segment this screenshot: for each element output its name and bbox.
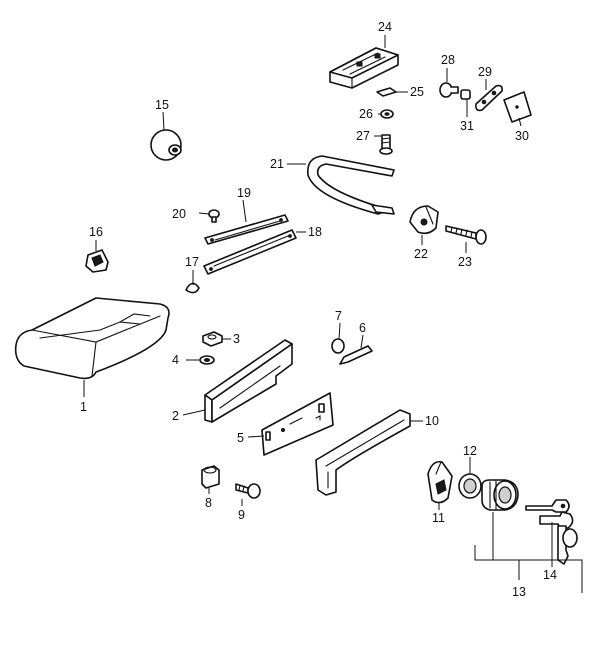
part-3-nut xyxy=(202,331,223,347)
callout-labels: 24 25 26 27 28 29 30 31 15 21 19 20 18 1… xyxy=(80,20,557,599)
callout-5: 5 xyxy=(237,431,244,445)
callout-2: 2 xyxy=(172,409,179,423)
part-16-clip xyxy=(85,249,109,273)
callout-6: 6 xyxy=(359,321,366,335)
callout-16: 16 xyxy=(89,225,103,239)
callout-19: 19 xyxy=(237,186,251,200)
callout-8: 8 xyxy=(205,496,212,510)
part-2-bracket xyxy=(204,339,293,423)
part-15-ball-knob xyxy=(150,129,182,161)
callout-7: 7 xyxy=(335,309,342,323)
callout-31: 31 xyxy=(460,119,474,133)
callout-1: 1 xyxy=(80,400,87,414)
part-30-pad xyxy=(503,91,532,123)
part-6-pin xyxy=(339,345,373,365)
part-22-catch xyxy=(409,205,439,235)
part-8-sleeve xyxy=(201,465,220,489)
callout-24: 24 xyxy=(378,20,392,34)
part-12-bezel xyxy=(458,473,482,499)
callout-23: 23 xyxy=(458,255,472,269)
callout-27: 27 xyxy=(356,129,370,143)
part-17-bumper xyxy=(185,282,200,294)
callout-9: 9 xyxy=(238,508,245,522)
part-31-spacer xyxy=(460,89,471,100)
part-9-bolt xyxy=(235,483,261,499)
part-27-screw xyxy=(379,134,393,155)
callout-3: 3 xyxy=(233,332,240,346)
part-26-washer xyxy=(380,109,394,119)
part-7-disc xyxy=(331,338,345,354)
part-24-hinge-block xyxy=(329,47,399,89)
callout-13: 13 xyxy=(512,585,526,599)
callout-20: 20 xyxy=(172,207,186,221)
part-4-washer xyxy=(199,355,215,365)
callout-4: 4 xyxy=(172,353,179,367)
callout-22: 22 xyxy=(414,247,428,261)
part-lock-cylinder xyxy=(481,479,519,511)
callout-18: 18 xyxy=(308,225,322,239)
callout-15: 15 xyxy=(155,98,169,112)
part-28-rivet xyxy=(439,82,459,98)
part-1-cushion xyxy=(14,297,170,380)
callout-25: 25 xyxy=(410,85,424,99)
part-5-plate xyxy=(261,392,334,456)
part-21-strap xyxy=(306,155,395,215)
callout-28: 28 xyxy=(441,53,455,67)
callout-14: 14 xyxy=(543,568,557,582)
part-14-keys xyxy=(525,499,578,565)
part-20-pin xyxy=(208,209,220,223)
part-11-latch xyxy=(427,460,453,504)
callout-29: 29 xyxy=(478,65,492,79)
callout-17: 17 xyxy=(185,255,199,269)
callout-12: 12 xyxy=(463,444,477,458)
callout-10: 10 xyxy=(425,414,439,428)
callout-26: 26 xyxy=(359,107,373,121)
part-19-rail xyxy=(204,214,289,245)
callout-21: 21 xyxy=(270,157,284,171)
callout-30: 30 xyxy=(515,129,529,143)
part-23-long-screw xyxy=(445,225,487,245)
part-25-clip xyxy=(376,87,397,97)
part-29-plate xyxy=(475,84,503,112)
part-18-rail xyxy=(203,229,297,275)
callout-11: 11 xyxy=(432,511,445,525)
part-10-handle xyxy=(315,409,411,496)
leader-lines xyxy=(83,35,583,593)
